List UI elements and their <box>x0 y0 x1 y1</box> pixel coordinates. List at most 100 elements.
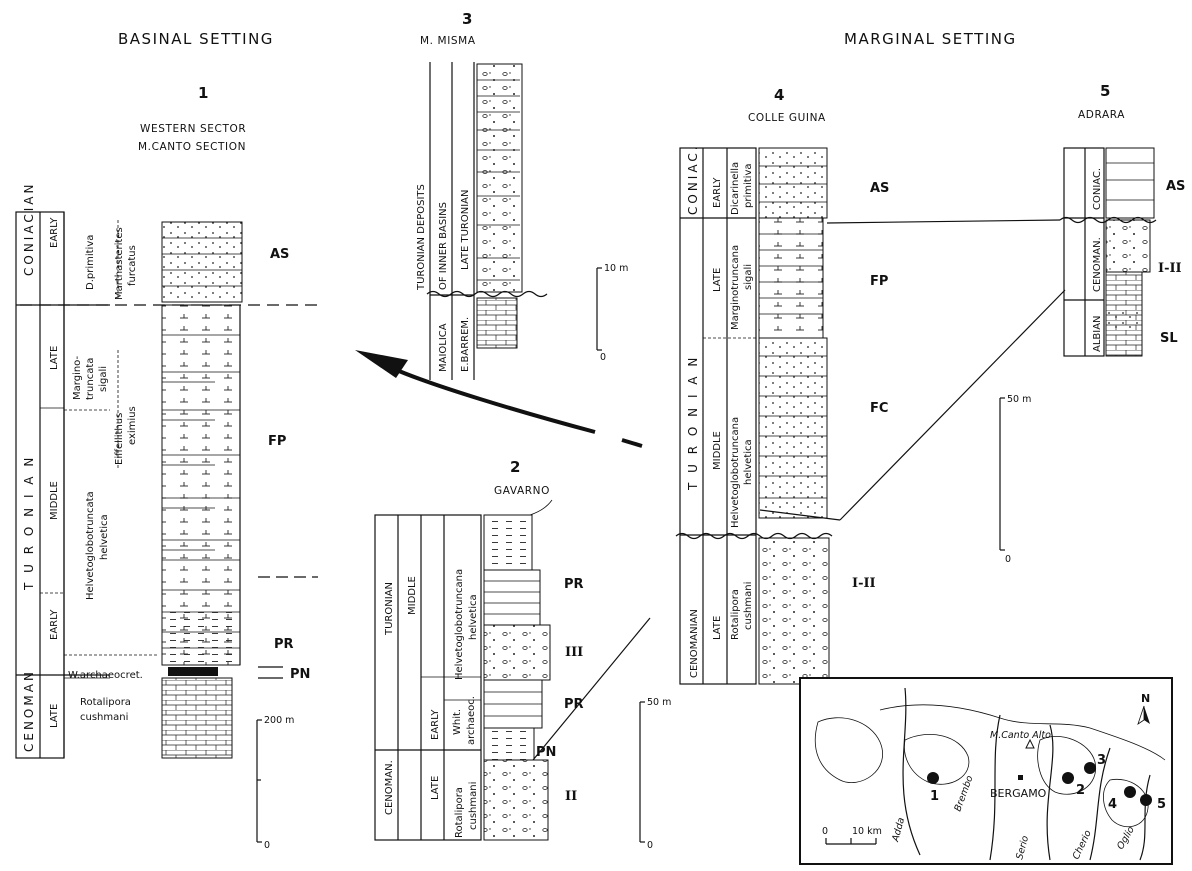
col1-stage-turonian: T U R O N I A N <box>22 455 36 591</box>
map-frame <box>799 677 1173 865</box>
col2-zone-helv-2: helvetica <box>468 594 479 640</box>
col4-facies-i-ii: I-II <box>852 576 876 591</box>
peak-triangle-icon <box>1025 738 1035 749</box>
col1-lithology <box>161 221 243 759</box>
col1-nanno-eif-1: Eiffellithus <box>114 413 125 465</box>
col2-zone-rot-1: Rotalipora <box>454 787 465 838</box>
col1-zone-marg-3: sigali <box>98 366 109 392</box>
col1-zone-helv-1: Helvetoglobotruncata <box>85 491 96 600</box>
col4-stage-cenomanian: CENOMANIAN <box>689 609 700 678</box>
col2-zone-whit-1: Whit. <box>452 709 463 735</box>
col4-stage-turonian: T U R O N I A N <box>686 355 700 491</box>
col5-stage-albian: ALBIAN <box>1092 315 1103 352</box>
col2-correlation-line <box>532 617 651 761</box>
col4-zone-helv-1: Helvetoglobotruncana <box>730 417 741 528</box>
col5-facies-sl: SL <box>1160 331 1178 346</box>
col1-zone-helv-2: helvetica <box>99 514 110 560</box>
column-5-number: 5 <box>1100 82 1110 100</box>
col4-facies-fc: FC <box>870 401 888 416</box>
col3-ebarrem: E.BARREM. <box>460 317 471 372</box>
col1-substage-early-con: EARLY <box>49 217 60 248</box>
col4-stage-coniac: CONIAC. <box>686 143 700 215</box>
col3-scale-top: 10 m <box>604 263 628 274</box>
col2-stage-cenoman: CENOMAN. <box>384 760 395 815</box>
column-4-colle-guina: 4 COLLE GUINA CONIAC. T U R O N I A N CE… <box>675 86 1066 685</box>
column-4-name: COLLE GUINA <box>748 112 826 124</box>
correlation-arrow <box>355 350 643 448</box>
column-1-title: WESTERN SECTOR <box>140 123 246 135</box>
basinal-setting-header: BASINAL SETTING <box>118 30 274 48</box>
map-bergamo: BERGAMO <box>990 787 1047 800</box>
col1-scale-top: 200 m <box>264 715 294 726</box>
col1-zone-dprimitiva: D.primitiva <box>85 235 96 290</box>
col2-substage-late: LATE <box>430 776 441 800</box>
map-scale-zero: 0 <box>822 826 828 837</box>
column-5-adrara: 5 ADRARA CONIAC. CENOMAN. ALBIAN AS I-II… <box>999 82 1185 565</box>
col2-facies-iii: III <box>565 645 583 660</box>
col2-zone-whit-2: archaeoc. <box>466 696 477 745</box>
column-2-number: 2 <box>510 458 520 476</box>
map-site-4: 4 <box>1108 797 1117 812</box>
col1-zone-rot-2: cushmani <box>80 712 128 723</box>
column-4-number: 4 <box>774 86 784 104</box>
col4-substage-early: EARLY <box>712 177 723 208</box>
column-2-name: GAVARNO <box>494 485 550 497</box>
col4-zone-dic-1: Dicarinella <box>730 162 741 215</box>
marginal-setting-header: MARGINAL SETTING <box>844 30 1017 48</box>
col2-facies-pr-2: PR <box>564 697 584 712</box>
col1-substage-middle-tur: MIDDLE <box>49 481 60 520</box>
column-3-mmisma: 3 M. MISMA TURONIAN DEPOSITS OF INNER BA… <box>416 10 628 380</box>
col4-substage-middle: MIDDLE <box>712 431 723 470</box>
col4-zone-helv-2: helvetica <box>743 439 754 485</box>
column-5-name: ADRARA <box>1078 109 1125 121</box>
map-scale-ten: 10 km <box>852 826 882 837</box>
location-map: N Adda Brembo Serio Cherio Oglio M.Canto… <box>799 677 1173 865</box>
col4-zone-marg-2: sigali <box>743 264 754 290</box>
col1-zone-marg-2: truncata <box>85 358 96 400</box>
col4-zone-rot-2: cushmani <box>743 582 754 630</box>
col1-facies-fp: FP <box>268 434 286 449</box>
map-site-2: 2 <box>1076 783 1085 798</box>
col2-zone-helv-1: Helvetoglobotruncana <box>454 569 465 680</box>
col4-facies-as: AS <box>870 181 889 196</box>
column-3-name: M. MISMA <box>420 35 476 47</box>
col3-turonian-deposits: TURONIAN DEPOSITS <box>416 184 427 291</box>
col1-zone-warch: W.archaeocret. <box>68 670 143 681</box>
col1-scale-bottom: 0 <box>264 840 270 851</box>
col2-scale-top: 50 m <box>647 697 671 708</box>
col5-facies-i-ii: I-II <box>1158 261 1182 276</box>
col2-facies-ii: II <box>565 789 577 804</box>
col5-stage-coniac: CONIAC. <box>1092 168 1103 210</box>
col3-scale-bottom: 0 <box>600 352 606 363</box>
col2-facies-pn: PN <box>536 745 556 760</box>
col5-scale-bottom: 0 <box>1005 554 1011 565</box>
col2-substage-middle: MIDDLE <box>407 576 418 615</box>
col1-stage-cenoman: CENOMAN <box>22 669 36 752</box>
north-arrow-icon <box>1144 706 1150 724</box>
col1-substage-late-cen: LATE <box>49 704 60 728</box>
col1-nanno-march-2: furcatus <box>127 245 138 286</box>
col1-stage-coniacian: CONIACIAN <box>22 182 36 276</box>
col4-zone-dic-2: primitiva <box>743 163 754 208</box>
column-2-gavarno: 2 GAVARNO TURONIAN CENOMAN. MIDDLE EARLY… <box>374 458 671 851</box>
col2-stage-turonian: TURONIAN <box>384 582 395 636</box>
column-1-subtitle: M.CANTO SECTION <box>138 141 246 153</box>
col5-stage-cenoman: CENOMAN. <box>1092 237 1103 292</box>
col4-lithology <box>758 147 830 685</box>
col1-facies-pn: PN <box>290 667 310 682</box>
map-mcanto-alto: M.Canto Alto <box>990 730 1051 741</box>
col2-facies-pr-1: PR <box>564 577 584 592</box>
col3-inner-basins: OF INNER BASINS <box>438 202 449 290</box>
col5-lithology <box>1105 147 1155 357</box>
col2-zone-rot-2: cushmani <box>468 782 479 830</box>
col5-scale-top: 50 m <box>1007 394 1031 405</box>
col4-substage-late-cen: LATE <box>712 616 723 640</box>
col1-facies-as: AS <box>270 247 289 262</box>
col1-facies-pr: PR <box>274 637 294 652</box>
map-site-1: 1 <box>930 789 939 804</box>
col3-maiolica: MAIOLICA <box>438 323 449 372</box>
column-1-mcanto: 1 WESTERN SECTOR M.CANTO SECTION CONIACI… <box>15 84 320 851</box>
col4-facies-fp: FP <box>870 274 888 289</box>
col4-zone-rot-1: Rotalipora <box>730 589 741 640</box>
